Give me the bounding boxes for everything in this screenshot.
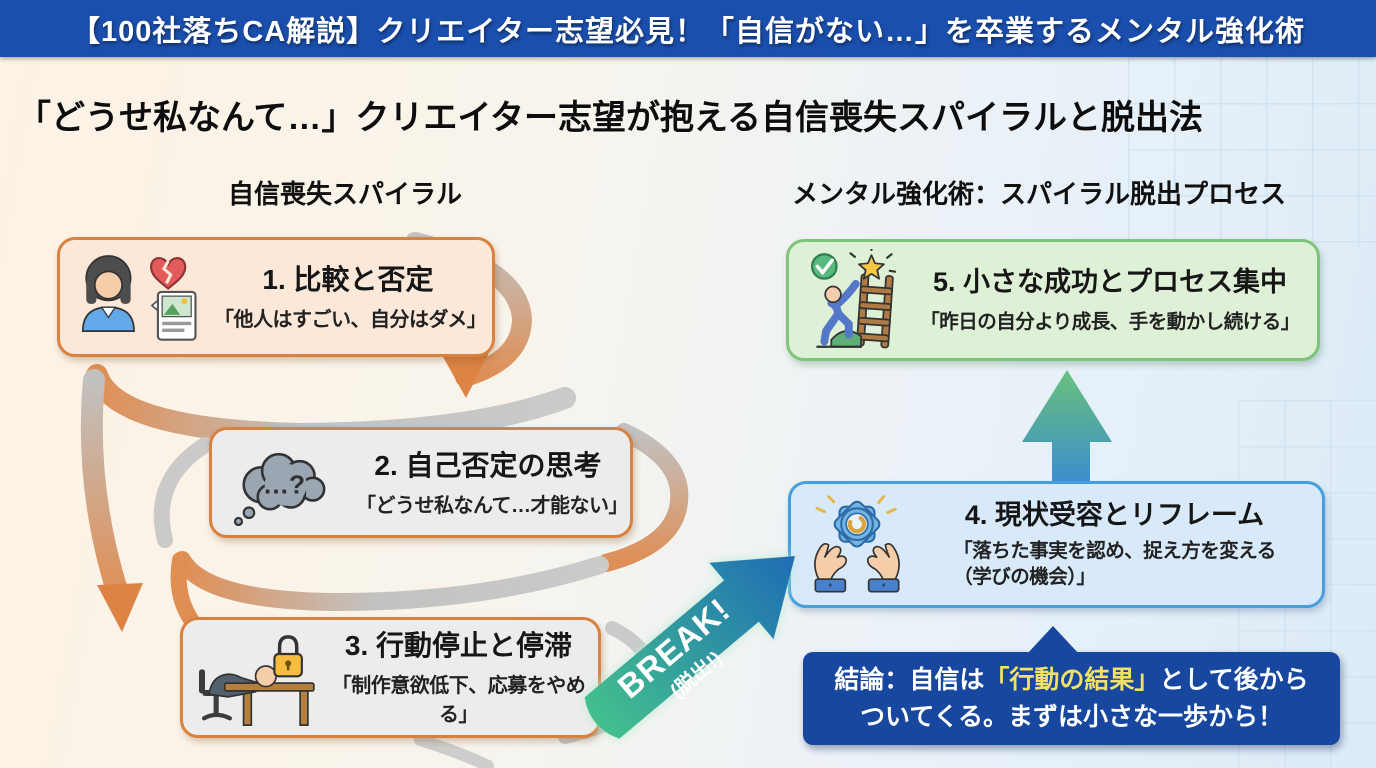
blueprint-grid-top-right bbox=[1128, 57, 1376, 247]
step-quote: 「昨日の自分より成長、手を動かし続ける」 bbox=[920, 311, 1300, 334]
up-arrow-icon bbox=[1022, 370, 1112, 481]
step-quote: 「制作意欲低下、応募をやめる」 bbox=[331, 675, 586, 726]
step-title: 3. 行動停止と停滞 bbox=[344, 630, 573, 661]
thought-cloud-icon: …? bbox=[233, 452, 326, 526]
step-quote: 「どうせ私なんて…才能ない」 bbox=[356, 494, 629, 517]
thought-bubble-text: …? bbox=[263, 469, 305, 499]
step-title: 1. 比較と否定 bbox=[262, 264, 434, 295]
ladder-star-icon bbox=[811, 248, 897, 348]
spiral-step-1-card: 1. 比較と否定 「他人はすごい、自分はダメ」 bbox=[57, 237, 495, 357]
locked-slumped-person-icon bbox=[199, 634, 315, 726]
conclusion-prefix: 結論：自信は bbox=[834, 665, 985, 694]
conclusion-line2: ついてくる。まずは小さな一歩から！ bbox=[859, 702, 1283, 731]
step-quote-line2: （学びの機会）」 bbox=[953, 565, 1096, 588]
header-bar: 【100社落ちCA解説】クリエイター志望必見！「自信がない…」を卒業するメンタル… bbox=[0, 0, 1376, 57]
conclusion-callout: 結論：自信は「行動の結果」として後から ついてくる。まずは小さな一歩から！ bbox=[803, 626, 1340, 745]
break-arrow-label: BREAK! bbox=[610, 591, 737, 706]
break-arrow-sublabel: (脱出!) bbox=[665, 646, 726, 703]
process-step-4-card: 4. 現状受容とリフレーム 「落ちた事実を認め、捉え方を変える （学びの機会）」 bbox=[788, 481, 1325, 608]
step-title: 5. 小さな成功とプロセス集中 bbox=[932, 266, 1288, 297]
conclusion-line1: 結論：自信は「行動の結果」として後から bbox=[834, 662, 1308, 699]
right-section-heading: メンタル強化術：スパイラル脱出プロセス bbox=[791, 179, 1286, 209]
main-title: 「どうせ私なんて…」クリエイター志望が抱える自信喪失スパイラルと脱出法 bbox=[17, 99, 1203, 137]
conclusion-suffix: として後から bbox=[1159, 665, 1309, 694]
spiral-arrowhead-right-icon bbox=[442, 353, 489, 398]
hands-gear-icon bbox=[814, 494, 900, 593]
header-title: 【100社落ちCA解説】クリエイター志望必見！「自信がない…」を卒業するメンタル… bbox=[70, 15, 1306, 48]
step-quote: 「他人はすごい、自分はダメ」 bbox=[214, 309, 487, 331]
spiral-step-3-card: 3. 行動停止と停滞 「制作意欲低下、応募をやめる」 bbox=[180, 617, 601, 738]
step-quote-line1: 「落ちた事実を認め、捉え方を変える bbox=[953, 539, 1276, 562]
conclusion-highlight: 「行動の結果」 bbox=[984, 665, 1160, 694]
spiral-arrowhead-left-icon bbox=[97, 583, 143, 632]
left-section-heading: 自信喪失スパイラル bbox=[227, 179, 462, 209]
process-step-5-card: 5. 小さな成功とプロセス集中 「昨日の自分より成長、手を動かし続ける」 bbox=[786, 239, 1320, 361]
step-title: 4. 現状受容とリフレーム bbox=[964, 499, 1265, 530]
woman-comparison-icon bbox=[81, 255, 197, 341]
step-title: 2. 自己否定の思考 bbox=[374, 449, 602, 481]
spiral-step-2-card: …? 2. 自己否定の思考 「どうせ私なんて…才能ない」 bbox=[209, 427, 633, 538]
